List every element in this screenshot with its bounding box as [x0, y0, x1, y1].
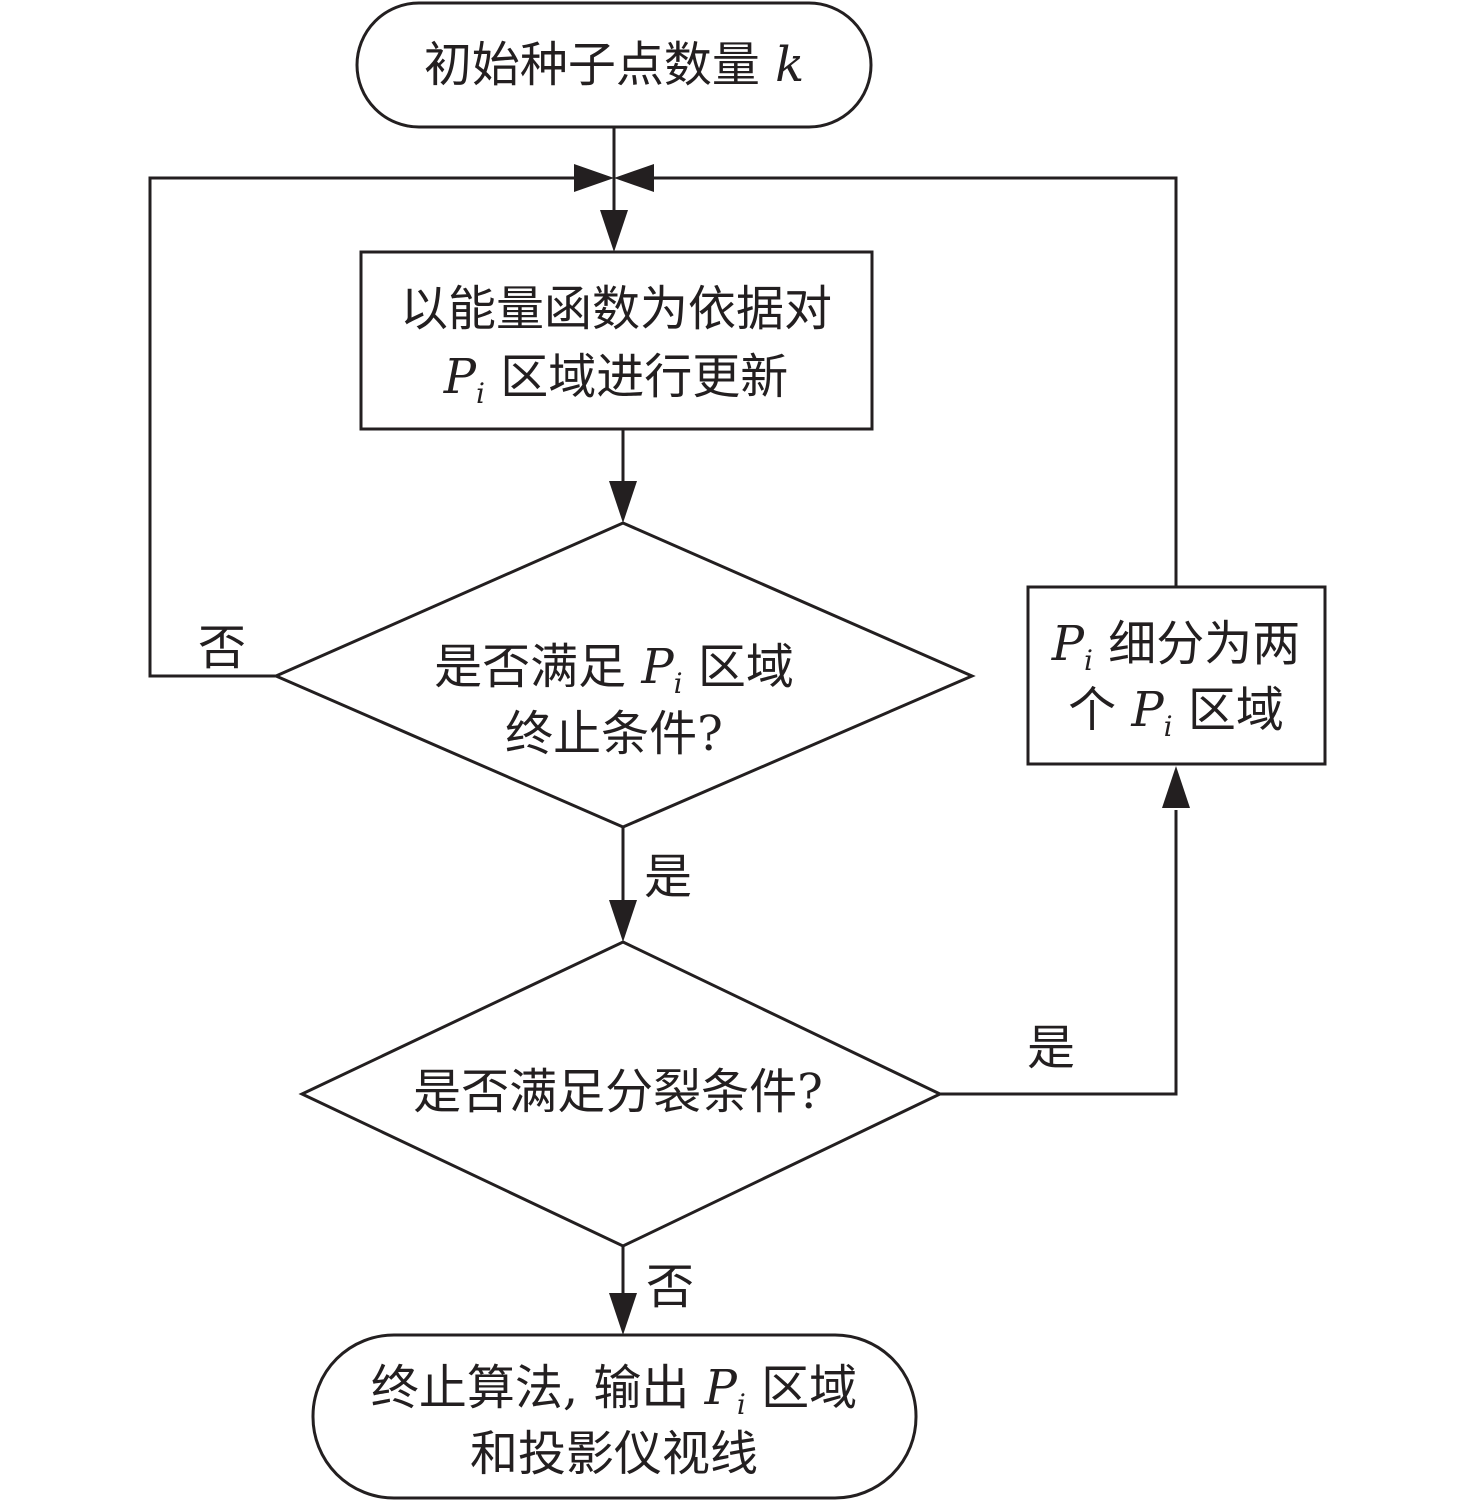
- split-line1: Pi 细分为两: [1051, 616, 1301, 677]
- label-no-split: 否: [646, 1259, 694, 1315]
- connector-yes-to-split: [940, 810, 1178, 1096]
- update-process-box: [359, 250, 874, 431]
- end-line2: 和投影仪视线: [470, 1426, 758, 1482]
- terminate-line1: 是否满足 Pi 区域: [434, 639, 794, 700]
- split-condition-decision: [298, 940, 944, 1248]
- connector-no-loop: [148, 176, 580, 678]
- label-no-terminate: 否: [198, 620, 246, 676]
- connector-split-loop: [650, 176, 1178, 587]
- arrowhead-to-check-terminate: [609, 481, 637, 523]
- arrowhead-right-merge: [614, 164, 654, 192]
- arrowhead-to-update: [600, 210, 628, 252]
- arrowhead-to-end: [609, 1293, 637, 1335]
- label-yes-split: 是: [1027, 1020, 1075, 1076]
- terminate-line2: 终止条件?: [505, 706, 723, 762]
- split-check-text: 是否满足分裂条件?: [413, 1064, 823, 1120]
- start-terminal: [355, 1, 873, 129]
- split-line2: 个 Pi 区域: [1068, 682, 1284, 743]
- end-line1: 终止算法, 输出 Pi 区域: [371, 1360, 857, 1421]
- terminate-condition-decision: [272, 521, 976, 829]
- end-terminal: [311, 1333, 918, 1500]
- update-line1: 以能量函数为依据对: [400, 281, 832, 337]
- label-yes-terminate: 是: [644, 849, 692, 905]
- arrowhead-left-merge: [574, 164, 614, 192]
- arrowhead-to-split-box: [1162, 766, 1190, 808]
- start-text: 初始种子点数量 k: [424, 37, 804, 93]
- arrowhead-to-check-split: [609, 900, 637, 942]
- split-process-box: [1026, 585, 1327, 766]
- update-line2: Pi 区域进行更新: [443, 349, 789, 410]
